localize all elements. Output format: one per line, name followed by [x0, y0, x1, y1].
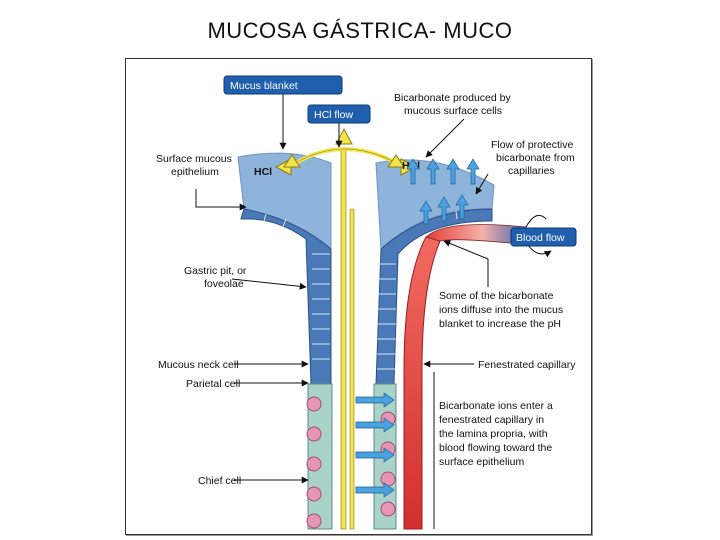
label-bicarbonate-produced-2: mucous surface cells — [404, 105, 502, 117]
label-enter-1: Bicarbonate ions enter a — [439, 400, 553, 412]
label-enter: Bicarbonate ions enter a fenestrated cap… — [439, 400, 556, 468]
mucus-blanket-tag: Mucus blanket — [223, 75, 343, 95]
label-flow-protective: Flow of protective bicarbonate from capi… — [491, 139, 578, 177]
hcl-flow-tag: HCl flow — [307, 104, 371, 124]
blood-flow-tag: Blood flow — [510, 227, 577, 247]
label-flow-protective-1: Flow of protective — [491, 139, 573, 151]
blood-flow-arrows — [525, 214, 551, 253]
slide-title: MUCOSA GÁSTRICA- MUCO — [207, 18, 513, 43]
hcl-flow-text: HCl flow — [314, 109, 354, 121]
mucus-blanket-text: Mucus blanket — [230, 80, 298, 92]
cell-striations — [263, 210, 458, 370]
label-surface-mucous: Surface mucous epithelium — [156, 153, 235, 178]
pointer-lines — [195, 94, 489, 529]
hcl-triangle-right — [387, 154, 405, 168]
label-bicarbonate-produced-1: Bicarbonate produced by — [394, 92, 511, 104]
hcl-left-label: HCl — [254, 166, 272, 178]
blood-flow-text: Blood flow — [516, 232, 565, 244]
label-gastric-pit: Gastric pit, or foveolae — [184, 265, 249, 290]
label-gastric-pit-2: foveolae — [204, 278, 244, 290]
diagram-frame: HCl HCl Mucus blanket HCl flow Blood flo… — [125, 58, 592, 535]
label-enter-5: surface epithelium — [439, 456, 524, 468]
capillary-vertical — [403, 236, 441, 530]
label-diffuse-1: Some of the bicarbonate — [439, 290, 554, 302]
label-gastric-pit-1: Gastric pit, or — [184, 265, 247, 277]
bicarbonate-arrows-in — [355, 392, 395, 498]
label-surface-mucous-2: epithelium — [171, 166, 219, 178]
label-diffuse: Some of the bicarbonate ions diffuse int… — [439, 290, 566, 330]
parietal-cells — [306, 396, 396, 529]
label-flow-protective-2: bicarbonate from — [496, 152, 575, 164]
bicarbonate-arrows-up — [406, 158, 480, 225]
label-bicarbonate-produced: Bicarbonate produced by mucous surface c… — [394, 92, 514, 117]
label-enter-4: blood flowing toward the — [439, 442, 552, 454]
label-enter-2: fenestrated capillary in — [439, 414, 544, 426]
label-diffuse-3: blanket to increase the pH — [439, 318, 561, 330]
label-surface-mucous-1: Surface mucous — [156, 153, 232, 165]
label-fenestrated: Fenestrated capillary — [478, 359, 576, 371]
hcl-triangle-left — [283, 154, 301, 168]
label-diffuse-2: ions diffuse into the mucus — [439, 304, 563, 316]
label-flow-protective-3: capillaries — [508, 165, 555, 177]
label-chief: Chief cell — [198, 475, 241, 487]
label-mucous-neck: Mucous neck cell — [158, 359, 239, 371]
label-parietal: Parietal cell — [186, 378, 240, 390]
label-enter-3: the lamina propria, with — [439, 428, 548, 440]
gastric-mucosa-diagram: HCl HCl Mucus blanket HCl flow Blood flo… — [156, 75, 578, 530]
